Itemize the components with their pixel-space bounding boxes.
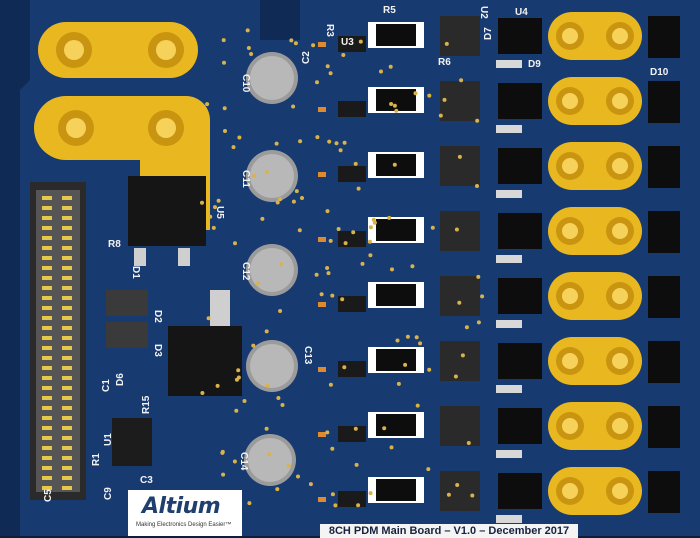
- label-u2: U2: [478, 6, 489, 19]
- label-d10: D10: [650, 67, 669, 78]
- label-d2: D2: [152, 310, 163, 323]
- board-title: 8CH PDM Main Board – V1.0 – December 201…: [320, 524, 578, 538]
- logo-wordmark: Altium: [142, 494, 221, 519]
- logo-tagline: Making Electronics Design Easier™: [136, 522, 232, 528]
- regulator-chip: [168, 326, 242, 396]
- label-r3: R3: [324, 24, 335, 37]
- label-u3: U3: [341, 37, 354, 48]
- inductor-d3: [106, 322, 148, 348]
- label-u5: U5: [214, 206, 225, 219]
- label-d6: D6: [115, 373, 126, 386]
- vias: [200, 28, 485, 508]
- power-terminal-top: [38, 22, 198, 78]
- output-channels: [318, 12, 680, 523]
- label-c13: C13: [302, 346, 313, 365]
- u5-regulator: [128, 176, 206, 246]
- label-u1: U1: [103, 433, 114, 446]
- label-r6: R6: [438, 57, 451, 68]
- label-d3: D3: [152, 344, 163, 357]
- electrolytic-capacitors: [244, 52, 298, 486]
- label-c10: C10: [240, 74, 251, 93]
- label-r5: R5: [383, 5, 396, 16]
- label-c3: C3: [140, 475, 153, 486]
- label-c1: C1: [101, 379, 112, 392]
- label-c14: C14: [238, 452, 249, 471]
- u1-chip: [112, 418, 152, 466]
- label-c12: C12: [240, 262, 251, 281]
- label-u4: U4: [515, 7, 528, 18]
- label-r1: R1: [91, 453, 102, 466]
- label-r15: R15: [141, 395, 152, 414]
- inductor-d2: [106, 290, 148, 316]
- label-r8: R8: [108, 239, 121, 250]
- label-d7: D7: [483, 27, 494, 40]
- label-d9: D9: [528, 59, 541, 70]
- altium-logo: Altium Making Electronics Design Easier™: [128, 490, 242, 536]
- label-c2: C2: [301, 51, 312, 64]
- label-c5: C5: [43, 489, 54, 502]
- label-c11: C11: [240, 170, 251, 188]
- board-connector: [30, 182, 86, 500]
- label-c9: C9: [103, 487, 114, 500]
- label-d1: D1: [130, 266, 141, 279]
